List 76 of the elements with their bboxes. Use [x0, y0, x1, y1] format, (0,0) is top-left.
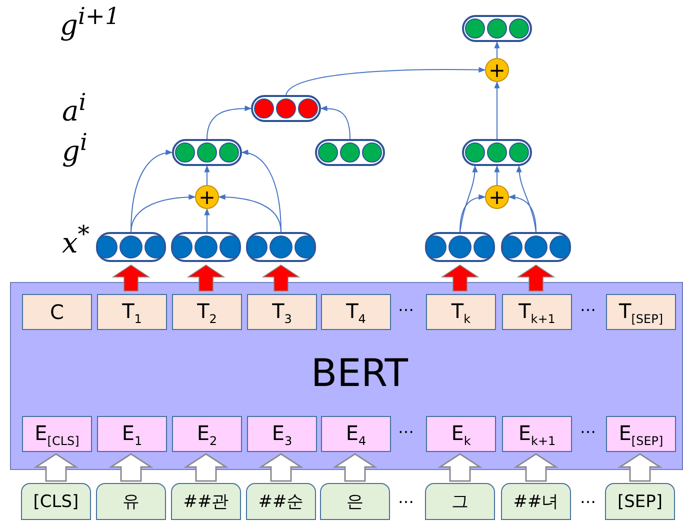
vector-drawing	[171, 232, 241, 262]
token-box: ##순	[246, 483, 316, 520]
ellipsis: …	[398, 296, 414, 315]
layer-label: x$^{*}$	[62, 220, 90, 260]
model-band	[10, 282, 683, 470]
token-box: ##관	[171, 483, 241, 520]
output-box: T$_{4}$	[321, 294, 391, 330]
token-box: 그	[425, 483, 495, 520]
block-arrow	[332, 453, 378, 482]
output-box: T$_{[SEP]}$	[606, 294, 676, 330]
layer-label: g$^{i+1}$	[60, 2, 120, 42]
arrow	[204, 208, 210, 232]
output-box: T$_{3}$	[247, 294, 317, 330]
layer-label: a$^{i}$	[62, 88, 86, 128]
block-arrow	[183, 453, 229, 482]
block-arrow	[617, 453, 663, 482]
arrow	[206, 106, 252, 140]
sum-circle: +	[485, 185, 509, 209]
embedding-box: E$_{[CLS]}$	[22, 416, 92, 452]
ellipsis: …	[398, 418, 414, 437]
output-box: C	[22, 294, 92, 330]
arrow	[516, 165, 536, 232]
vector-drawing	[251, 95, 321, 122]
block-arrow	[513, 453, 559, 482]
embedding-box: E$_{[SEP]}$	[606, 416, 676, 452]
embedding-box: E$_{4}$	[321, 416, 391, 452]
embedding-box: E$_{k}$	[426, 416, 496, 452]
block-arrow	[112, 264, 150, 292]
arrow	[494, 41, 500, 58]
arrow	[286, 67, 486, 96]
arrow	[460, 194, 486, 232]
arrow	[460, 165, 478, 232]
arrow	[494, 165, 500, 186]
vector-drawing	[172, 139, 242, 166]
vector-drawing	[425, 232, 495, 262]
sum-circle: +	[195, 185, 219, 209]
sum-circle: +	[485, 58, 509, 82]
token-box: 은	[320, 483, 390, 520]
output-box: T$_{1}$	[97, 294, 167, 330]
vector-drawing	[315, 139, 385, 166]
model-label: BERT	[311, 353, 408, 395]
vector-drawing	[462, 139, 532, 166]
vector-drawing	[462, 15, 532, 42]
embedding-box: E$_{3}$	[247, 416, 317, 452]
block-arrow	[440, 264, 480, 292]
arrow	[241, 150, 282, 232]
layer-label: g$^{i}$	[62, 128, 88, 168]
token-box: 유	[96, 483, 166, 520]
token-box: [CLS]	[21, 483, 91, 520]
output-box: T$_{2}$	[172, 294, 242, 330]
output-box: T$_{k+1}$	[502, 294, 572, 330]
arrow	[320, 106, 350, 140]
arrow	[130, 150, 173, 232]
block-arrow	[186, 264, 226, 292]
ellipsis: …	[580, 488, 596, 507]
ellipsis: …	[398, 488, 414, 507]
vector-drawing	[501, 232, 571, 262]
vector-drawing	[246, 232, 316, 262]
embedding-box: E$_{k+1}$	[502, 416, 572, 452]
block-arrow	[258, 453, 304, 482]
token-box: ##녀	[501, 483, 571, 520]
block-arrow	[33, 453, 79, 482]
block-arrow	[262, 264, 300, 292]
arrow	[508, 194, 536, 232]
arrow	[494, 81, 500, 140]
block-arrow	[437, 453, 483, 482]
block-arrow	[108, 453, 154, 482]
ellipsis: …	[580, 296, 596, 315]
embedding-box: E$_{2}$	[172, 416, 242, 452]
embedding-box: E$_{1}$	[97, 416, 167, 452]
output-box: T$_{k}$	[426, 294, 496, 330]
block-arrow	[516, 264, 556, 292]
token-box: [SEP]	[605, 483, 675, 520]
ellipsis: …	[580, 418, 596, 437]
arrow	[204, 165, 210, 186]
vector-drawing	[96, 232, 166, 262]
